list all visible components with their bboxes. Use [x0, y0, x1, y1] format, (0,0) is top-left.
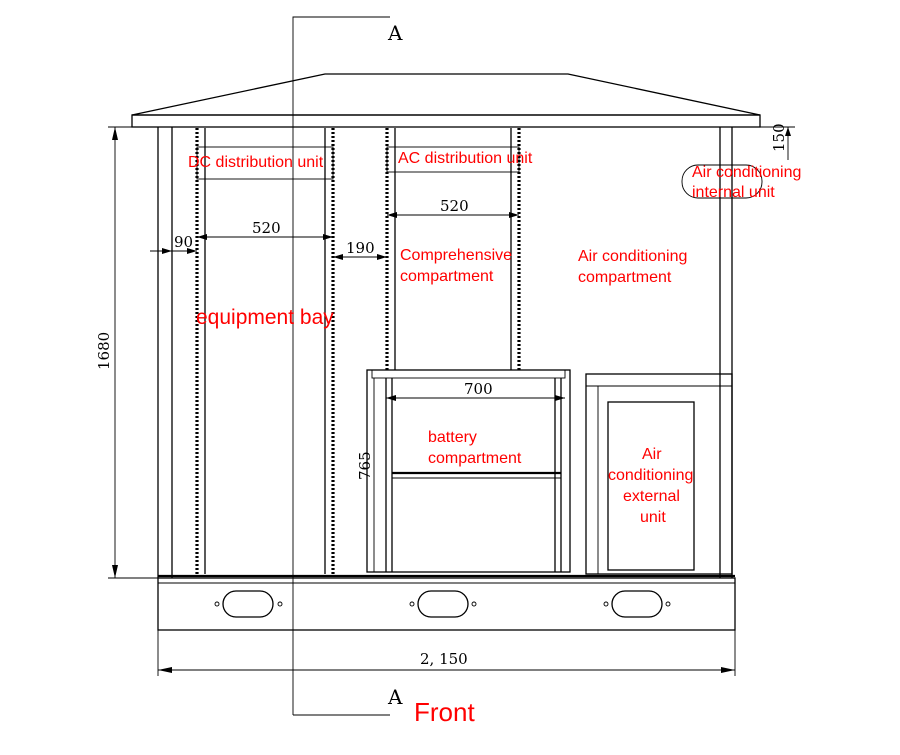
- section-label-top: A: [387, 21, 403, 45]
- battery-width-value: 700: [464, 380, 493, 398]
- dimension-left-margin: 90: [150, 233, 197, 254]
- comprehensive-compartment-label-line1: Comprehensive: [400, 247, 512, 264]
- top-gap-value: 150: [770, 123, 788, 152]
- left-margin-value: 90: [174, 233, 193, 251]
- cabinet-body: [157, 127, 735, 578]
- dimension-rack-width-middle: 520: [387, 197, 519, 218]
- rack-gap-value: 190: [346, 239, 375, 257]
- dimension-overall-height: 1680: [95, 126, 158, 579]
- base-vent-middle: [417, 590, 469, 618]
- battery-compartment-label-line2: compartment: [428, 450, 522, 467]
- dc-distribution-unit-label: DC distribution unit: [188, 154, 324, 171]
- ac-distribution-unit-label: AC distribution unit: [398, 150, 533, 167]
- dimension-overall-width: 2, 150: [157, 630, 736, 676]
- ac-compartment-label-line1: Air conditioning: [578, 248, 687, 265]
- base-vent-left: [222, 590, 274, 618]
- rack-width-left-value: 520: [252, 219, 281, 237]
- ac-compartment-label-line2: compartment: [578, 269, 672, 286]
- overall-width-value: 2, 150: [420, 650, 468, 668]
- cabinet-base: [157, 577, 736, 631]
- base-vent-right: [611, 590, 663, 618]
- ac-external-unit-label-line1: Air: [642, 446, 662, 463]
- ac-internal-unit-label-line1: Air conditioning: [692, 164, 801, 181]
- front-label: Front: [414, 697, 475, 727]
- ac-external-unit: [585, 373, 733, 575]
- ac-external-unit-label-line2: conditioning: [608, 467, 693, 484]
- rack-width-middle-value: 520: [440, 197, 469, 215]
- dimension-top-gap: 150: [760, 123, 795, 160]
- comprehensive-rack: [385, 128, 521, 370]
- dimension-battery-width: 700: [386, 380, 565, 401]
- equipment-bay-rack: [195, 128, 335, 574]
- dimension-battery-height: 765: [356, 378, 375, 572]
- dc-distribution-unit-box: [196, 146, 334, 180]
- battery-compartment-label-line1: battery: [428, 429, 477, 446]
- dimension-rack-gap: 190: [333, 239, 387, 260]
- ac-internal-unit-shape: [681, 164, 763, 199]
- equipment-bay-label: equipment bay: [196, 306, 334, 329]
- overall-height-value: 1680: [95, 332, 113, 370]
- battery-height-value: 765: [356, 451, 374, 480]
- comprehensive-compartment-label-line2: compartment: [400, 268, 494, 285]
- section-line-a-a: A A: [292, 16, 403, 716]
- dimension-rack-width-left: 520: [197, 219, 333, 240]
- battery-compartment: [366, 369, 571, 573]
- roof: [131, 73, 761, 128]
- ac-external-unit-label-line4: unit: [640, 509, 666, 526]
- ac-internal-unit-label-line2: internal unit: [692, 184, 775, 201]
- section-label-bottom: A: [387, 685, 403, 709]
- ac-external-unit-label-line3: external: [623, 488, 680, 505]
- ac-distribution-unit-box: [386, 146, 520, 173]
